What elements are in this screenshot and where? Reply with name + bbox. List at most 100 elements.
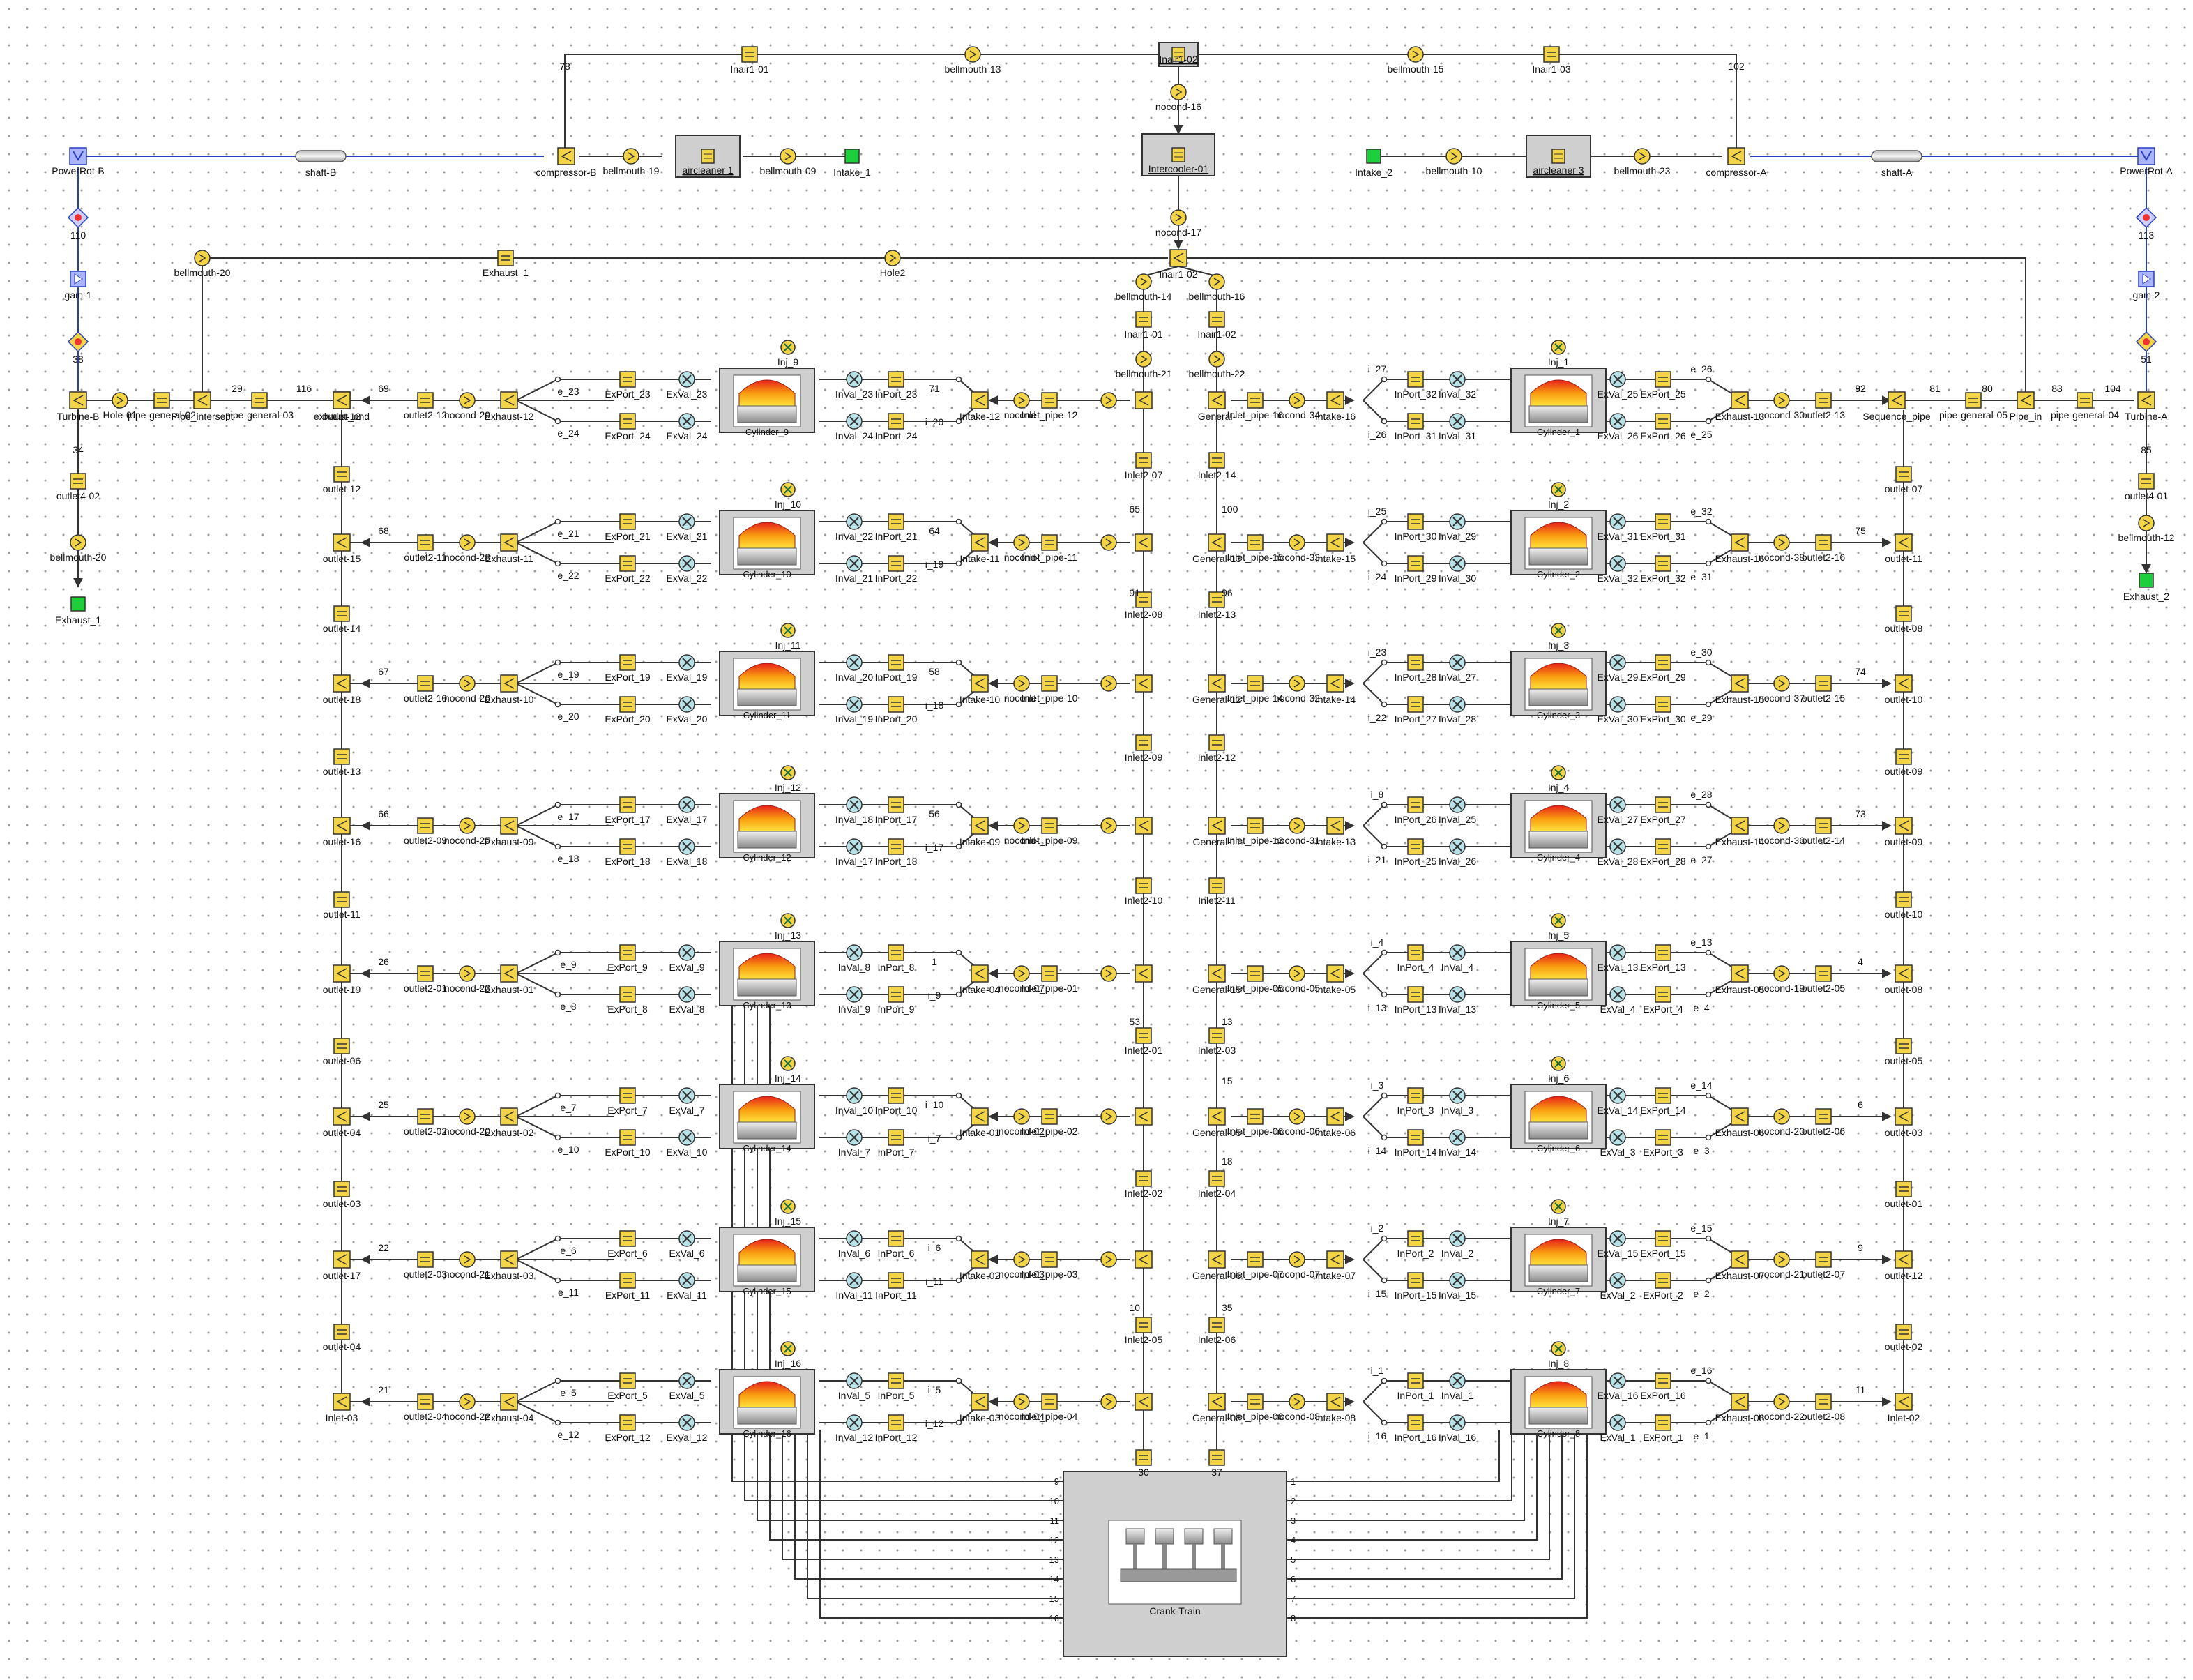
flowsplit-icon	[333, 1250, 351, 1269]
junction-dot	[554, 949, 561, 956]
orifice-icon	[1208, 351, 1225, 368]
pipe-icon	[1247, 534, 1264, 551]
flowsplit-icon	[2137, 391, 2155, 409]
pipe-icon	[1655, 654, 1671, 671]
node-label: outlet-12	[1885, 1270, 1923, 1281]
outlet-outlet2-03	[417, 1251, 434, 1268]
outlet-outlet2-06	[1815, 1108, 1832, 1125]
node-label: 11	[1050, 1515, 1060, 1526]
pipe-export-6	[619, 1230, 636, 1247]
pipe-inport-24	[888, 413, 904, 430]
node-label: 7	[1291, 1594, 1296, 1604]
node-label: ExVal_22	[667, 573, 708, 584]
injector-inj-1	[1551, 340, 1566, 355]
pipe-icon	[1407, 1272, 1424, 1289]
node-label: ExVal_18	[667, 856, 708, 867]
node-label: Exhaust-01	[485, 984, 534, 995]
node-label: Exhaust-16	[1715, 553, 1765, 564]
bellmouth-12	[2138, 515, 2155, 531]
node-label: bellmouth-13	[945, 63, 1001, 75]
junction-dot	[1705, 991, 1712, 998]
pipe-inport-13	[1407, 986, 1424, 1003]
node-label: 51	[2141, 354, 2152, 365]
node-label: nocond-17	[1155, 227, 1201, 238]
junction-dot	[1381, 1134, 1388, 1141]
node-label: 12	[1049, 1535, 1059, 1545]
node-label: InVal_25	[1439, 814, 1476, 825]
outlet-outlet2-11	[417, 534, 434, 551]
nocond-16	[1170, 84, 1187, 100]
flowsplit-icon	[1208, 964, 1226, 983]
node-label: ExVal_13	[1598, 962, 1639, 973]
node-label: outlet-04	[323, 1341, 361, 1352]
valve-exval-14	[1609, 1087, 1626, 1104]
connection-line	[1287, 1430, 1550, 1560]
node-label: Crank-Train	[1149, 1605, 1200, 1617]
pipe-icon	[1208, 1449, 1225, 1466]
node-label: InPort_20	[875, 713, 918, 725]
bellmouth-22	[1208, 351, 1225, 368]
node-label: InPort_1	[1397, 1390, 1434, 1401]
bellmouth-14	[1135, 273, 1152, 290]
node-label: Inlet_pipe-13	[1227, 835, 1284, 846]
pipe-export-3	[1655, 1129, 1671, 1146]
rotor-icon	[69, 147, 87, 165]
node-label: bellmouth-20	[174, 267, 231, 278]
node-label: ExPort_28	[1640, 856, 1686, 867]
connection-line	[1287, 1430, 1563, 1580]
nocond-rx-5	[1773, 1108, 1790, 1125]
nocond-rx-3	[1773, 817, 1790, 834]
outlet-outlet2-10	[417, 675, 434, 692]
node-label: 9	[1054, 1476, 1059, 1487]
pipe-icon	[70, 473, 86, 490]
junction-dot	[1381, 560, 1388, 567]
node-label: ExVal_6	[669, 1248, 704, 1259]
pipe-icon	[1135, 591, 1152, 608]
piston-icon	[737, 547, 797, 566]
valve-exval-2	[1609, 1272, 1626, 1289]
node-label: InVal_4	[1441, 962, 1474, 973]
exhaust-exhaust-02	[500, 1107, 518, 1126]
node-label: Cylinder_2	[1537, 569, 1580, 580]
flowsplit-icon	[1731, 391, 1749, 409]
node-label: nocond-21	[444, 1269, 490, 1280]
pipe-icon	[1895, 466, 1912, 483]
pipe-icon	[1965, 392, 1982, 409]
pipe-icon	[1135, 1027, 1152, 1044]
node-label: InPort_8	[878, 962, 915, 973]
pipe-icon	[888, 944, 904, 961]
node-label: e_1	[1693, 1430, 1710, 1441]
node-label: nocond-37	[1759, 693, 1805, 704]
node-label: gain-2	[2133, 289, 2160, 301]
junction-dot	[1705, 1419, 1712, 1426]
node-label: nocond-	[1004, 693, 1040, 704]
flowsplit-icon	[500, 1393, 518, 1411]
node-label: InVal_11	[835, 1289, 872, 1301]
node-label: Inlet2-01	[1125, 1045, 1163, 1056]
chain-outlet-08	[1895, 964, 1913, 983]
node-label: ExPort_6	[607, 1248, 648, 1259]
outlet-outlet2-05	[1815, 965, 1832, 982]
pipe-icon	[1247, 392, 1264, 409]
inlet2-inlet2-13-r	[1208, 591, 1225, 608]
node-label: Exhaust-08	[1715, 1412, 1765, 1423]
node-label: bellmouth-12	[2118, 532, 2175, 543]
node-label: Inair1-02	[1159, 54, 1197, 65]
connection-line	[1363, 400, 1510, 422]
node-label: ExPort_8	[607, 1004, 648, 1015]
combustion-icon	[738, 379, 796, 407]
intake-intake-01	[971, 1107, 989, 1126]
node-label: Intake-12	[959, 411, 1001, 422]
node-label: e_12	[557, 1429, 579, 1440]
junction-dot	[955, 560, 962, 567]
node-label: Hole2	[880, 267, 906, 278]
component-icon	[1171, 147, 1185, 162]
nocond-17	[1170, 209, 1187, 226]
orifice-icon	[1289, 965, 1305, 982]
node-label: Inlet_pipe-05	[1227, 983, 1284, 994]
node-label: i_6	[928, 1242, 941, 1253]
node-label: ExPort_31	[1640, 531, 1686, 542]
combustion-icon	[1530, 379, 1587, 407]
crank-train	[1063, 1471, 1287, 1657]
node-label: pipe-general-04	[2051, 409, 2119, 421]
